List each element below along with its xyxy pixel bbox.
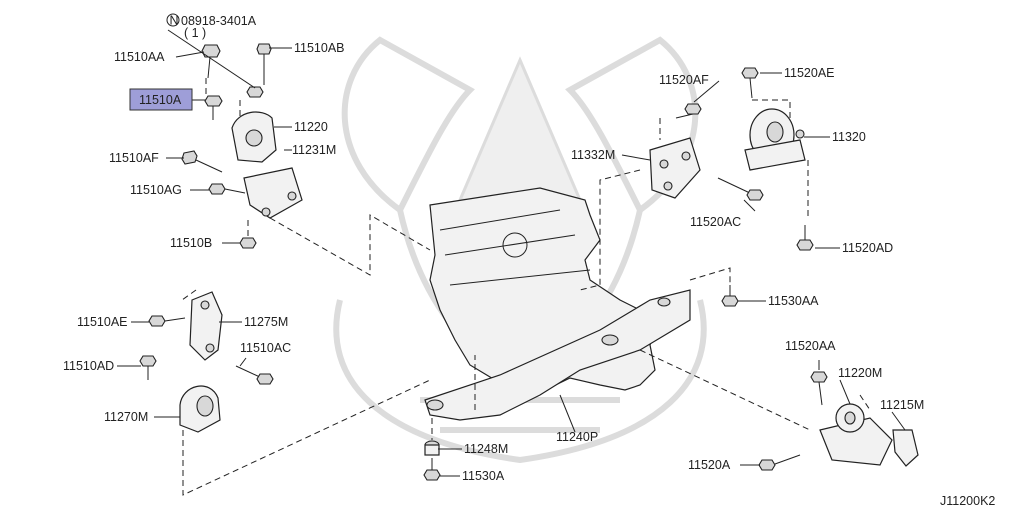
bolt-11520A[interactable] <box>758 454 801 471</box>
label-11215M[interactable]: 11215M <box>880 398 924 412</box>
mount-11320[interactable] <box>744 108 806 171</box>
label-11520AA[interactable]: 11520AA <box>785 339 836 353</box>
diagram-code: J11200K2 <box>940 494 995 508</box>
label-11231M[interactable]: 11231M <box>292 143 336 157</box>
bolt-11520AF[interactable] <box>675 103 702 119</box>
mount-11270M-assembly <box>139 289 431 496</box>
label-11332M[interactable]: 11332M <box>571 148 615 162</box>
label-11520A[interactable]: 11520A <box>688 458 731 472</box>
note-symbol: N <box>170 14 179 28</box>
nut-11510B[interactable] <box>239 237 257 249</box>
label-11510AF[interactable]: 11510AF <box>109 151 159 165</box>
bolt-11530A[interactable] <box>423 458 441 481</box>
note-part-number[interactable]: 08918-3401A <box>181 14 257 28</box>
label-11510A[interactable]: 11510A <box>139 93 182 107</box>
label-11520AC[interactable]: 11520AC <box>690 215 741 229</box>
bolt-11510AF[interactable] <box>181 150 223 173</box>
label-11520AF[interactable]: 11520AF <box>659 73 709 87</box>
note-qty: ( 1 ) <box>184 26 206 40</box>
mount-11220[interactable] <box>231 111 277 163</box>
bolt-11510AC[interactable] <box>235 365 274 385</box>
mount-11270M[interactable] <box>179 385 221 433</box>
nut-08918-3401A[interactable] <box>246 86 264 98</box>
bolt-11510AB[interactable] <box>256 43 272 85</box>
label-11240P[interactable]: 11240P <box>556 430 598 444</box>
n-circle-icon <box>166 13 180 27</box>
label-11520AE[interactable]: 11520AE <box>784 66 835 80</box>
label-11270M[interactable]: 11270M <box>104 410 148 424</box>
bracket-11332M[interactable] <box>649 137 701 199</box>
label-11510AD[interactable]: 11510AD <box>63 359 114 373</box>
mount-11320-assembly <box>579 67 814 291</box>
label-11510AA[interactable]: 11510AA <box>114 50 165 64</box>
bolt-11520AA[interactable] <box>810 371 828 406</box>
bolt-11510AE[interactable] <box>148 315 186 327</box>
label-11510B[interactable]: 11510B <box>170 236 212 250</box>
bushing-11248M[interactable] <box>424 440 440 456</box>
bracket-11215M[interactable] <box>892 429 919 467</box>
mount-11220-assembly <box>181 43 431 276</box>
bolt-11510AD[interactable] <box>139 355 157 380</box>
bolt-11530AA[interactable] <box>721 285 739 307</box>
label-11520AD[interactable]: 11520AD <box>842 241 893 255</box>
label-11510AG[interactable]: 11510AG <box>130 183 182 197</box>
bolt-11520AC[interactable] <box>717 177 764 201</box>
label-11510AC[interactable]: 11510AC <box>240 341 291 355</box>
label-11510AE[interactable]: 11510AE <box>77 315 128 329</box>
bolt-11520AE[interactable] <box>741 67 759 99</box>
mount-11220M[interactable] <box>819 403 893 466</box>
label-11220M[interactable]: 11220M <box>838 366 882 380</box>
label-11248M[interactable]: 11248M <box>464 442 508 456</box>
bolt-11510AA[interactable] <box>201 44 221 79</box>
highlight-box <box>129 88 193 111</box>
label-11275M[interactable]: 11275M <box>244 315 288 329</box>
label-11530A[interactable]: 11530A <box>462 469 505 483</box>
part-labels: N 08918-3401A ( 1 ) 11510AA 11510AB 1151… <box>63 13 995 508</box>
bracket-11231M[interactable] <box>243 167 303 219</box>
label-11510AB[interactable]: 11510AB <box>294 41 345 55</box>
label-11530AA[interactable]: 11530AA <box>768 294 819 308</box>
bolt-11520AD[interactable] <box>796 225 814 251</box>
bracket-11275M[interactable] <box>189 291 223 361</box>
label-11320[interactable]: 11320 <box>832 130 866 144</box>
mount-11220M-assembly <box>639 267 919 471</box>
label-11220[interactable]: 11220 <box>294 120 328 134</box>
bolt-11510AG[interactable] <box>208 183 246 195</box>
bolt-11510A[interactable] <box>204 95 223 120</box>
leader-lines <box>117 29 906 477</box>
